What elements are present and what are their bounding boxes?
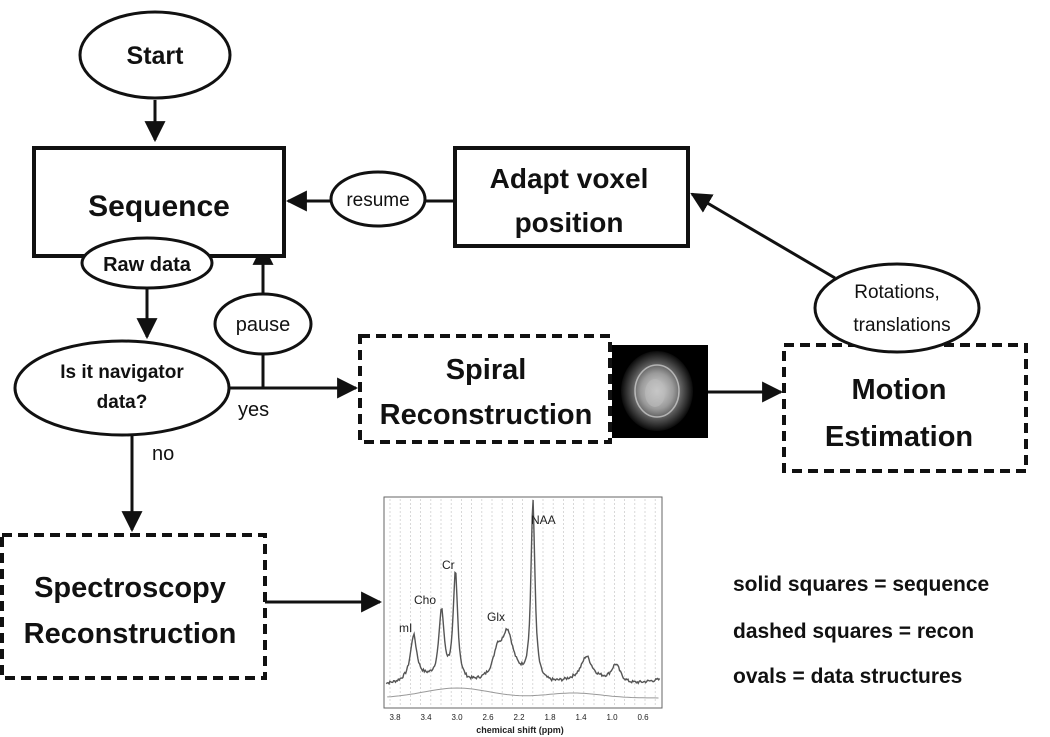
spiral-label-line1: Spiral — [446, 354, 527, 386]
spectrum-tick-label: 1.4 — [575, 713, 587, 722]
spiral-label-line2: Reconstruction — [380, 399, 593, 431]
spectroscopy-reconstruction-box — [0, 533, 267, 680]
spectrum-tick-label: 2.2 — [513, 713, 525, 722]
legend-solid: solid squares = sequence — [733, 573, 989, 596]
navigator-label-line1: Is it navigator — [60, 362, 184, 383]
rotations-oval — [813, 262, 981, 354]
resume-oval — [329, 170, 427, 228]
spectrum-baseline — [387, 687, 659, 699]
legend: solid squares = sequence dashed squares … — [733, 573, 989, 688]
peak-label-cr: Cr — [442, 558, 455, 572]
rotations-label-line1: Rotations, — [854, 282, 940, 303]
spiral-reconstruction-box — [358, 334, 612, 444]
adapt-voxel-label-line2: position — [515, 207, 624, 238]
edge-label-yes: yes — [238, 399, 269, 421]
spectrum-line — [385, 499, 661, 686]
arrow-rotations-to-adapt — [690, 192, 836, 280]
adapt-voxel-box — [453, 146, 690, 248]
sequence-label: Sequence — [88, 190, 230, 223]
motion-label-line1: Motion — [851, 374, 946, 406]
edge-label-no: no — [152, 443, 174, 465]
pause-label: pause — [236, 314, 291, 336]
peak-label-cho: Cho — [414, 593, 436, 607]
spectrum-frame — [383, 496, 663, 709]
spectrum-tick-label: 1.8 — [544, 713, 556, 722]
legend-ovals: ovals = data structures — [733, 665, 962, 688]
spectrum-tick-label: 1.0 — [606, 713, 618, 722]
adapt-voxel-label-line1: Adapt voxel — [490, 163, 649, 194]
legend-dashed: dashed squares = recon — [733, 620, 974, 643]
spectrum-xlabel: chemical shift (ppm) — [476, 725, 564, 735]
spectrum-tick-label: 0.6 — [637, 713, 649, 722]
rotations-label-line2: translations — [853, 315, 950, 336]
navigator-oval — [13, 339, 231, 437]
spectrum-tick-label: 3.8 — [389, 713, 401, 722]
raw-data-oval — [80, 236, 214, 290]
pause-oval — [213, 292, 313, 356]
start-label: Start — [127, 42, 185, 70]
peak-label-glx: Glx — [487, 610, 505, 624]
spectroscopy-label-line2: Reconstruction — [24, 618, 237, 650]
spectrum-tick-label: 2.6 — [482, 713, 494, 722]
start-oval — [78, 10, 232, 100]
resume-label: resume — [346, 190, 409, 211]
spectrum-tick-label: 3.4 — [420, 713, 432, 722]
spectrum-tick-label: 3.0 — [451, 713, 463, 722]
peak-label-naa: NAA — [531, 513, 556, 527]
motion-label-line2: Estimation — [825, 421, 973, 453]
navigator-label-line2: data? — [97, 392, 148, 413]
motion-estimation-box — [782, 343, 1028, 473]
peak-label-mi: mI — [399, 621, 412, 635]
raw-data-label: Raw data — [103, 254, 192, 276]
spectrum-grid — [389, 499, 656, 706]
spectroscopy-label-line1: Spectroscopy — [34, 572, 226, 604]
brain-image — [612, 345, 708, 438]
spectrum-plot: 3.8 3.4 3.0 2.6 2.2 1.8 1.4 1.0 0.6 chemical shi… — [383, 496, 663, 735]
spectrum-ticks: 3.8 3.4 3.0 2.6 2.2 1.8 1.4 1.0 0.6 — [389, 713, 649, 722]
